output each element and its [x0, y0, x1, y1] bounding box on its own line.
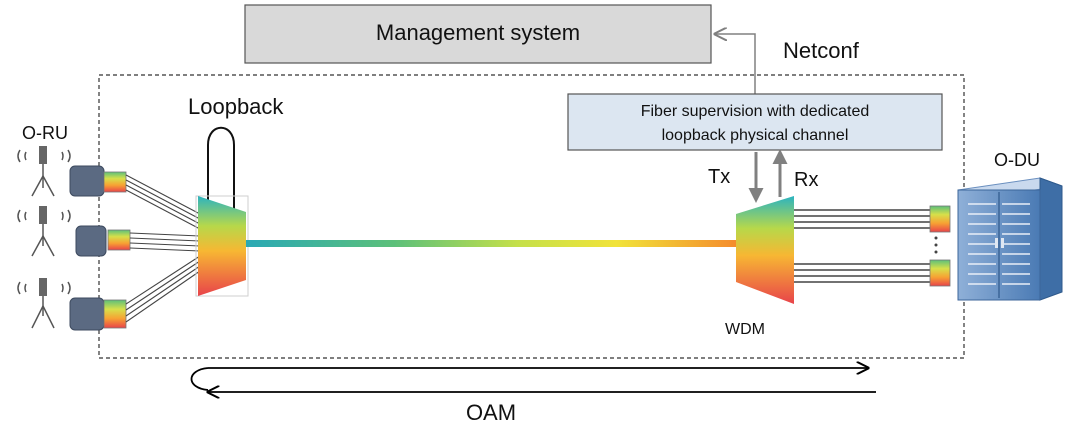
fiber-supervision-line2: loopback physical channel	[662, 127, 849, 144]
oru-unit-2	[17, 206, 131, 257]
left-mux	[198, 196, 246, 296]
port-connector	[103, 171, 127, 193]
main-fiber	[246, 240, 740, 247]
port-connector	[929, 259, 951, 287]
oru-unit-3	[17, 278, 127, 331]
ellipsis-dots	[934, 236, 938, 254]
fiber-supervision-line1: Fiber supervision with dedicated	[641, 103, 870, 120]
port-connector	[103, 299, 127, 329]
loopback-loop	[207, 126, 235, 210]
netconf-label: Netconf	[783, 38, 860, 63]
management-system-box: Management system	[244, 4, 712, 64]
antenna-icon	[17, 278, 71, 329]
odu-fibers	[794, 209, 930, 283]
tx-label: Tx	[708, 166, 730, 188]
radio-unit-icon	[75, 225, 107, 257]
loopback-label: Loopback	[188, 94, 284, 119]
wdm-mux	[736, 196, 794, 304]
wdm-label: WDM	[725, 321, 765, 338]
oam-arrow-forward	[190, 367, 209, 391]
oru-label: O-RU	[22, 123, 68, 143]
oru-fibers	[125, 174, 201, 323]
antenna-icon	[17, 146, 71, 197]
fiber-supervision-box: Fiber supervision with dedicated loopbac…	[567, 93, 943, 151]
netconf-arrow	[715, 34, 756, 94]
oam-label: OAM	[466, 400, 516, 424]
management-system-label: Management system	[376, 20, 580, 45]
rx-label: Rx	[794, 169, 818, 191]
port-connector	[107, 229, 131, 251]
server-cabinet-icon	[957, 177, 1063, 301]
port-connector	[929, 205, 951, 233]
antenna-icon	[17, 206, 71, 257]
oru-unit-1	[17, 146, 127, 197]
odu-label: O-DU	[994, 150, 1040, 170]
radio-unit-icon	[69, 165, 105, 197]
radio-unit-icon	[69, 297, 105, 331]
